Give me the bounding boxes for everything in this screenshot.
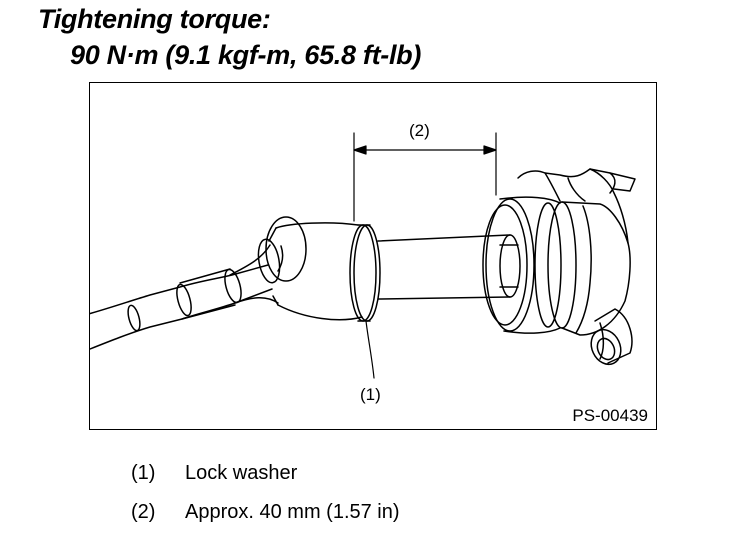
- callout-label-2: (2): [409, 121, 430, 140]
- cable-tube: [90, 264, 273, 350]
- dimension-line-2: [353, 132, 497, 222]
- lock-washer: [349, 224, 381, 322]
- propeller-shaft-illustration: [90, 132, 636, 379]
- yoke-flange: [482, 168, 636, 366]
- leader-line-1: [365, 320, 375, 379]
- illustration-frame: (2) (1) PS-00439: [89, 82, 657, 430]
- figure-id: PS-00439: [572, 406, 648, 425]
- legend-text: Approx. 40 mm (1.57 in): [185, 501, 400, 523]
- callout-label-1: (1): [360, 385, 381, 404]
- legend-number: (2): [131, 501, 156, 523]
- shaft: [377, 234, 521, 300]
- legend-number: (1): [131, 462, 156, 484]
- legend-text: Lock washer: [185, 462, 298, 484]
- torque-value: 90 N·m (9.1 kgf-m, 65.8 ft-lb): [70, 40, 422, 70]
- rubber-boot: [229, 216, 363, 321]
- torque-heading: Tightening torque:: [38, 4, 271, 34]
